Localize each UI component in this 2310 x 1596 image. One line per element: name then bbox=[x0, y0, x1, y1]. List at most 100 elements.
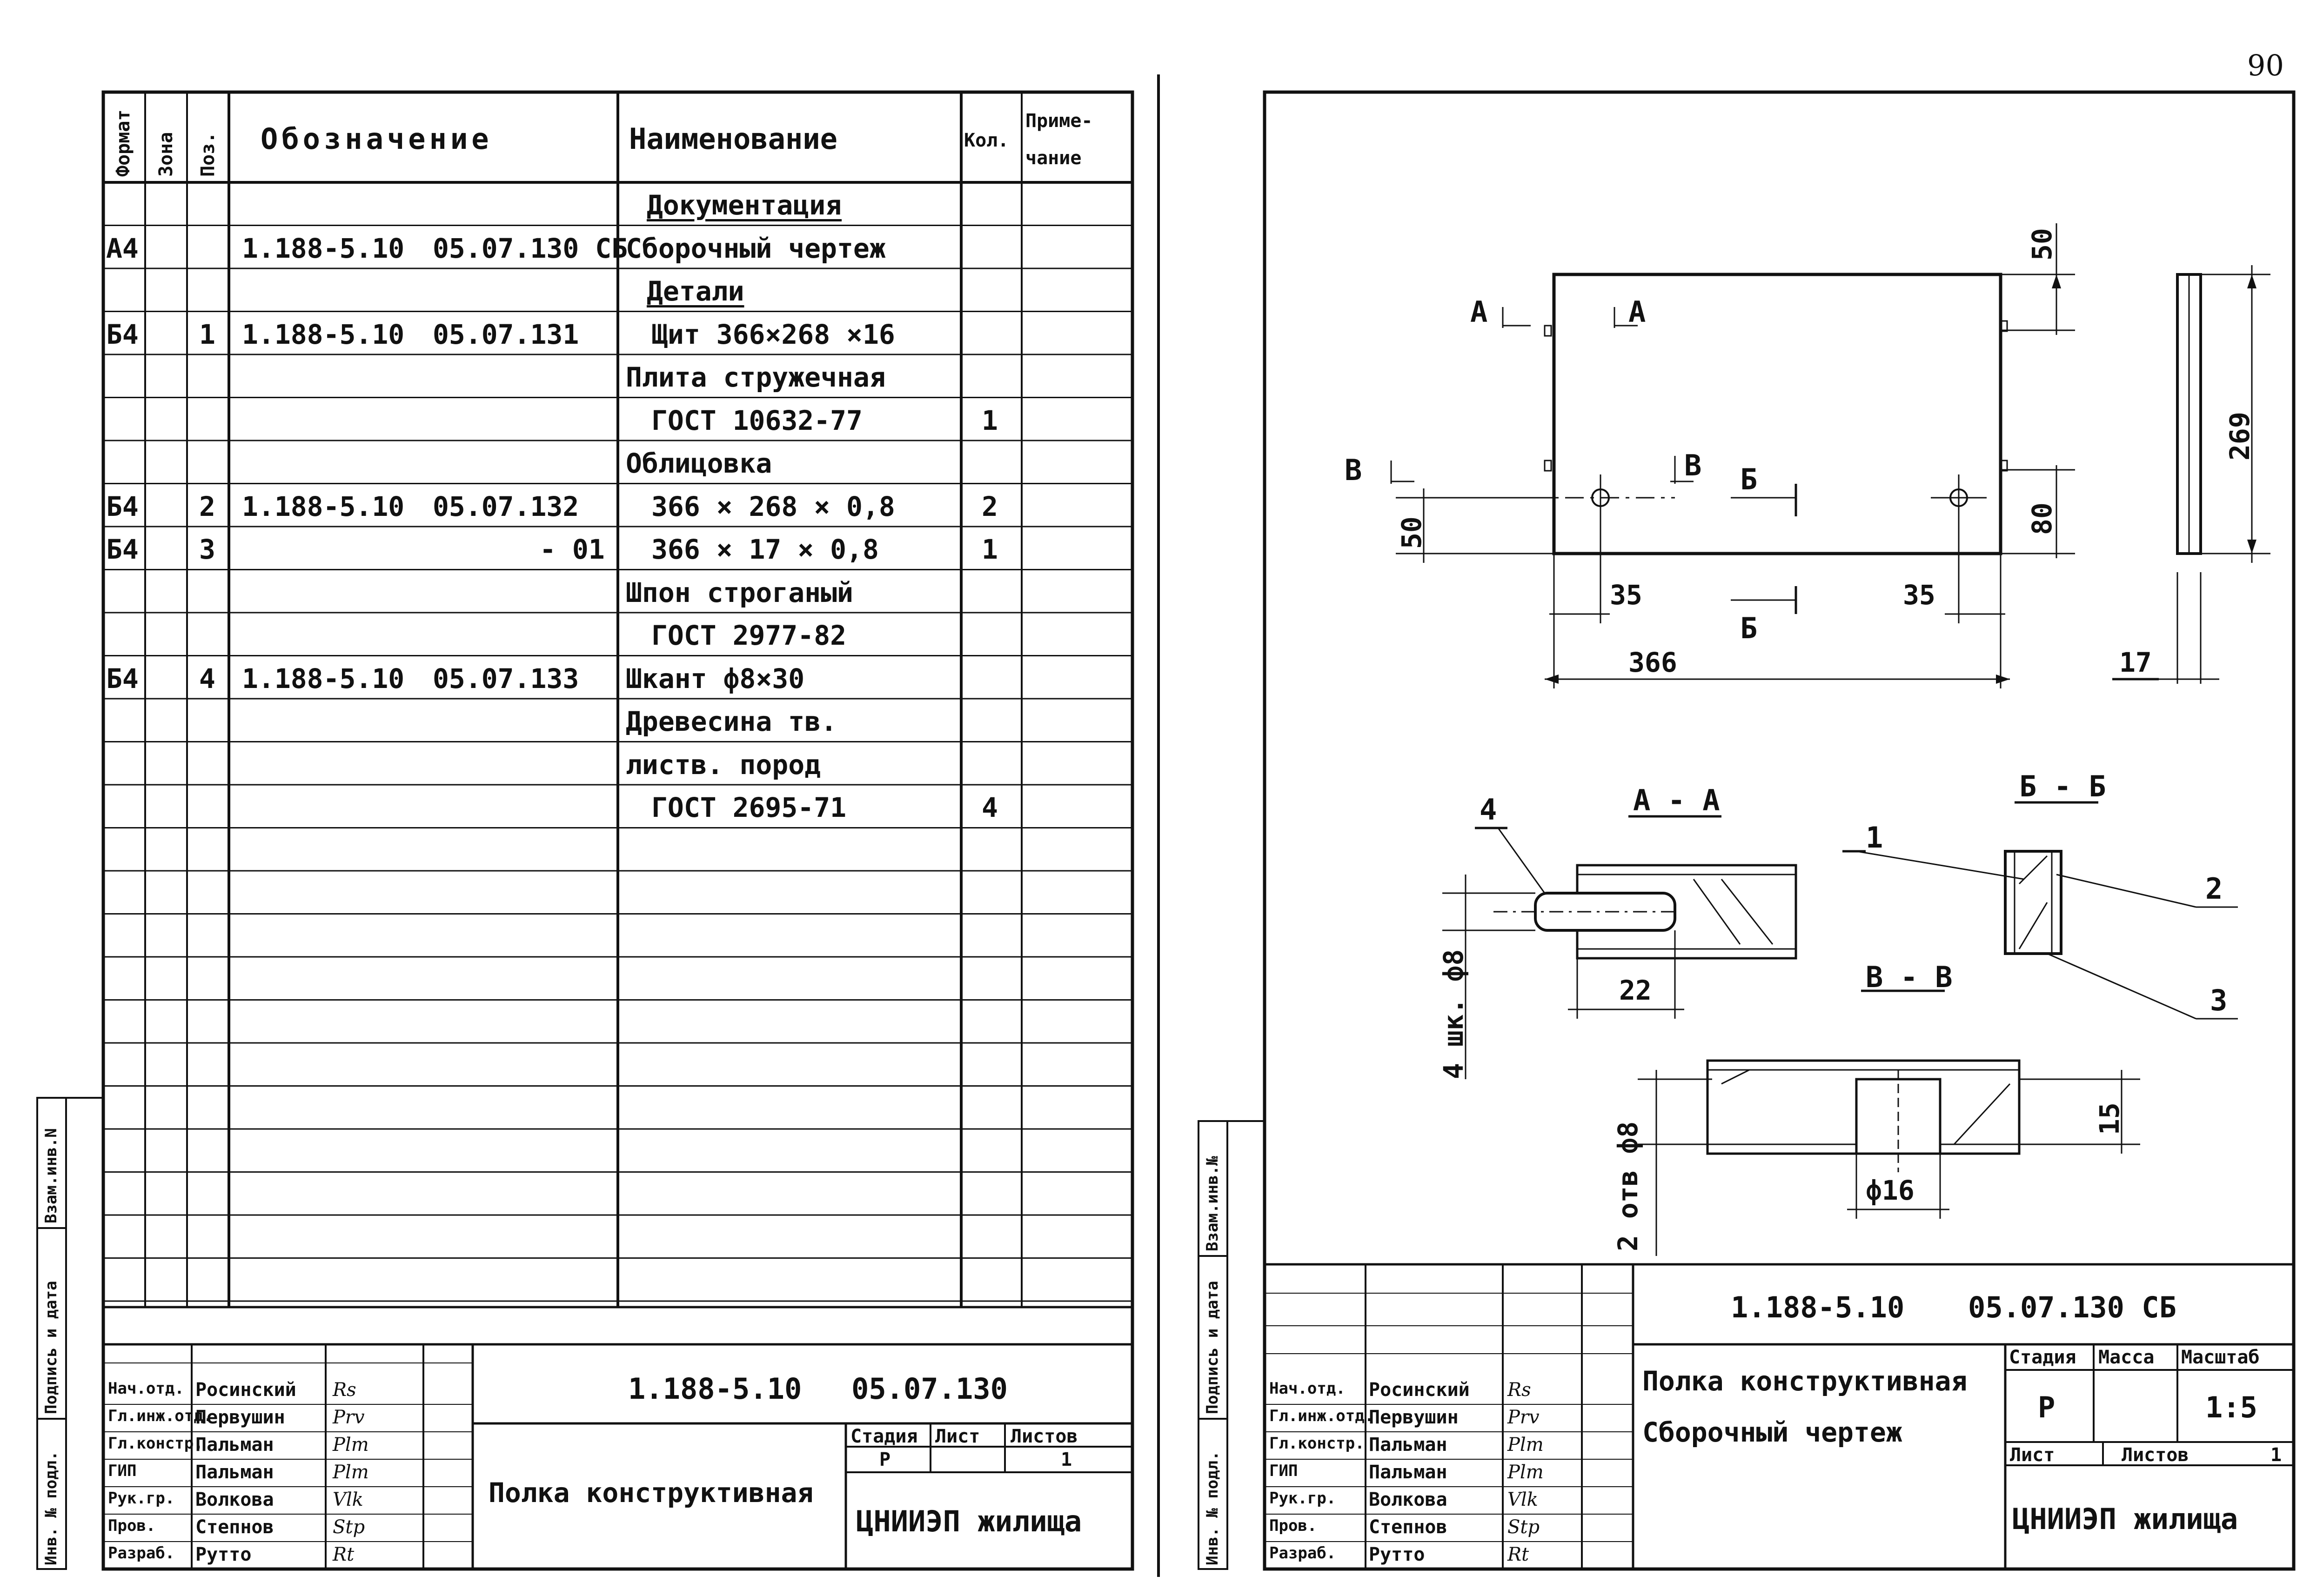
spec-cell-name: Облицовка bbox=[626, 447, 772, 479]
spec-cell-name: Плита стружечная bbox=[626, 361, 886, 393]
tb-left-code2: 05.07.130 bbox=[851, 1372, 1008, 1406]
tb-person-role: Разраб. bbox=[108, 1544, 175, 1563]
spec-cell-code2: 05.07.132 bbox=[433, 490, 579, 522]
tb-person-name: Пальман bbox=[1369, 1434, 1447, 1456]
spec-cell-pos: 3 bbox=[199, 534, 215, 565]
tb-person-role: Нач.отд. bbox=[1269, 1379, 1346, 1398]
tb-right-code2: 05.07.130 СБ bbox=[1968, 1290, 2176, 1324]
tb-right-scale: 1:5 bbox=[2205, 1390, 2257, 1424]
section-v-v-title: В - В bbox=[1866, 960, 1953, 994]
spec-cell-pos: 1 bbox=[199, 318, 215, 350]
spec-cell-code: 1.188-5.10 bbox=[242, 662, 405, 694]
tb-person-sig: Plm bbox=[1507, 1434, 1544, 1456]
tb-person-role: Пров. bbox=[108, 1516, 156, 1535]
dim-269: 269 bbox=[2224, 412, 2256, 461]
callout-2: 2 bbox=[2205, 872, 2223, 906]
mark-a-right: А bbox=[1628, 295, 1646, 329]
spec-cell-code: 1.188-5.10 bbox=[242, 490, 405, 522]
spec-cell-name: 366 × 17 × 0,8 bbox=[651, 534, 879, 565]
tb-person-sig: Stp bbox=[1507, 1516, 1540, 1538]
spec-cell-code2: - 01 bbox=[540, 534, 605, 565]
tb-right-sheet-label: Лист bbox=[2010, 1444, 2055, 1466]
mark-a-left: А bbox=[1470, 295, 1488, 329]
spec-cell-code2: 05.07.130 СБ bbox=[433, 232, 628, 264]
tb-person-sig: Rt bbox=[333, 1544, 355, 1565]
side-label-sign-date-right: Подпись и дата bbox=[1203, 1281, 1222, 1414]
dim-35-left: 35 bbox=[1610, 579, 1642, 611]
mark-b-top: Б bbox=[1740, 462, 1758, 496]
tb-left-sheets-label: Листов bbox=[1011, 1426, 1078, 1447]
tb-person-role: Гл.констр. bbox=[108, 1434, 203, 1453]
header-note: Приме- bbox=[1025, 110, 1093, 132]
header-qty: Кол. bbox=[964, 130, 1009, 151]
tb-right-sheets: 1 bbox=[2270, 1444, 2282, 1466]
tb-left-stage-label: Стадия bbox=[850, 1426, 918, 1447]
callout-1: 1 bbox=[1866, 821, 1883, 855]
tb-person-role: ГИП bbox=[1269, 1462, 1298, 1480]
spec-cell-format: Б4 bbox=[106, 318, 139, 350]
tb-person-sig: Prv bbox=[1507, 1407, 1540, 1428]
callout-4: 4 bbox=[1480, 793, 1497, 827]
spec-cell-format: А4 bbox=[106, 232, 139, 264]
spec-cell-format: Б4 bbox=[106, 662, 139, 694]
tb-left-code: 1.188-5.10 bbox=[628, 1372, 802, 1406]
tb-person-name: Пальман bbox=[195, 1434, 274, 1456]
tb-person-name: Волкова bbox=[1369, 1489, 1447, 1510]
tb-person-name: Рутто bbox=[195, 1544, 252, 1565]
tb-person-role: ГИП bbox=[108, 1462, 137, 1480]
spec-cell-format: Б4 bbox=[106, 490, 139, 522]
dim-22: 22 bbox=[1619, 975, 1652, 1006]
spec-cell-qty: 1 bbox=[982, 404, 998, 436]
spec-cell-name: Древесина тв. bbox=[626, 706, 837, 737]
spec-cell-qty: 2 bbox=[982, 490, 998, 522]
spec-cell-code: 1.188-5.10 bbox=[242, 318, 405, 350]
spec-cell-name: Шкант ф8×30 bbox=[626, 662, 805, 694]
mark-b-bottom: Б bbox=[1740, 611, 1758, 645]
tb-right-title-2: Сборочный чертеж bbox=[1642, 1416, 1902, 1448]
tb-person-sig: Prv bbox=[333, 1407, 365, 1428]
mark-v-right: В bbox=[1684, 448, 1702, 482]
tb-person-sig: Vlk bbox=[1507, 1489, 1538, 1510]
tb-left-sheet-label: Лист bbox=[935, 1426, 980, 1447]
spec-cell-name: Шпон строганый bbox=[626, 576, 853, 608]
spec-cell-qty: 1 bbox=[982, 534, 998, 565]
header-designation: Обозначение bbox=[261, 122, 493, 156]
tb-right-scale-label: Масштаб bbox=[2181, 1347, 2260, 1368]
note-holes: 2 отв ф8 bbox=[1612, 1121, 1644, 1251]
dim-left-50: 50 bbox=[1396, 516, 1427, 549]
tb-person-role: Гл.инж.отд. bbox=[1269, 1407, 1374, 1425]
section-a-a-title: А - А bbox=[1633, 783, 1720, 817]
spec-cell-name: Сборочный чертеж bbox=[626, 232, 886, 264]
tb-person-name: Степнов bbox=[195, 1516, 274, 1538]
spec-cell-code2: 05.07.133 bbox=[433, 662, 579, 694]
tb-person-name: Первушин bbox=[195, 1407, 285, 1428]
mark-v-left: В bbox=[1345, 453, 1362, 487]
tb-right-title-1: Полка конструктивная bbox=[1642, 1365, 1968, 1397]
dim-15: 15 bbox=[2094, 1102, 2125, 1135]
tb-right-mass-label: Масса bbox=[2098, 1347, 2155, 1368]
tb-person-name: Волкова bbox=[195, 1489, 274, 1510]
tb-person-sig: Plm bbox=[1507, 1462, 1544, 1483]
tb-person-name: Рутто bbox=[1369, 1544, 1425, 1565]
dim-top-50: 50 bbox=[2026, 228, 2058, 260]
tb-left-stage: Р bbox=[879, 1449, 891, 1470]
spec-cell-name: ГОСТ 2695-71 bbox=[651, 792, 847, 823]
tb-person-role: Нач.отд. bbox=[108, 1379, 184, 1398]
tb-person-sig: Plm bbox=[333, 1434, 369, 1456]
tb-person-sig: Rs bbox=[333, 1379, 356, 1401]
dim-17: 17 bbox=[2119, 647, 2152, 678]
panel-front-view bbox=[1552, 273, 2002, 555]
tb-person-role: Рук.гр. bbox=[1269, 1489, 1336, 1508]
tb-person-name: Пальман bbox=[1369, 1462, 1447, 1483]
tb-person-sig: Stp bbox=[333, 1516, 365, 1538]
tb-right-sheets-label: Листов bbox=[2122, 1444, 2189, 1466]
tb-person-name: Росинский bbox=[1369, 1379, 1470, 1401]
tb-person-name: Степнов bbox=[1369, 1516, 1447, 1538]
spec-cell-name: ГОСТ 2977-82 bbox=[651, 620, 847, 651]
dim-366: 366 bbox=[1628, 647, 1677, 678]
tb-person-name: Пальман bbox=[195, 1462, 274, 1483]
tb-person-role: Гл.инж.отд. bbox=[108, 1407, 213, 1425]
tb-person-role: Гл.констр. bbox=[1269, 1434, 1365, 1453]
